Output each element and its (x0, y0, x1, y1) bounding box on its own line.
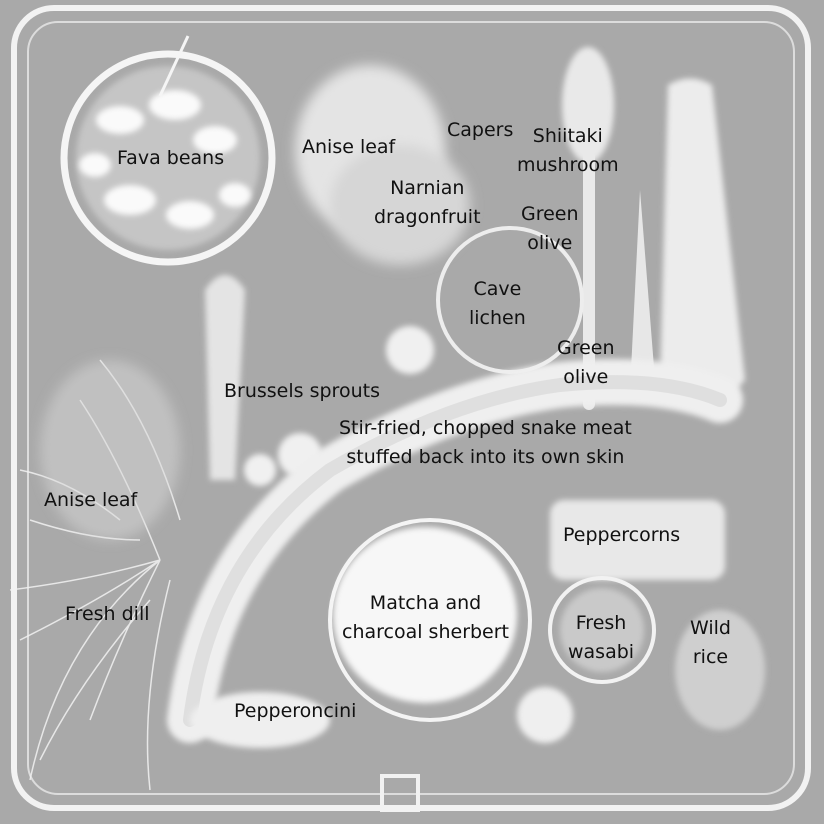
pepper-stick-shape (205, 275, 245, 480)
snake-pattern (183, 375, 727, 727)
label-peppercorns: Peppercorns (563, 524, 681, 546)
wasabi-bowl (548, 576, 656, 684)
label-anise-leaf-top: Anise leaf (302, 136, 396, 158)
label-fresh-dill: Fresh dill (65, 603, 150, 625)
label-capers: Capers (447, 119, 514, 141)
anise-leaf-left-shape (40, 360, 180, 540)
label-anise-leaf-left: Anise leaf (44, 489, 138, 511)
pepperoncini-shape (190, 687, 573, 748)
tray-clasp (380, 774, 420, 812)
label-pepperoncini: Pepperoncini (234, 700, 357, 722)
dragonfruit-shape (330, 145, 470, 265)
sherbert-bowl (328, 518, 532, 722)
label-brussels-sprouts: Brussels sprouts (224, 380, 380, 402)
knife-shape (630, 78, 745, 403)
label-fava-beans: Fava beans (117, 147, 225, 169)
fava-bean-bowl (60, 35, 276, 266)
wild-rice-shape (675, 610, 765, 730)
spoon-shape (562, 47, 614, 410)
peppercorn-dish (550, 500, 725, 580)
